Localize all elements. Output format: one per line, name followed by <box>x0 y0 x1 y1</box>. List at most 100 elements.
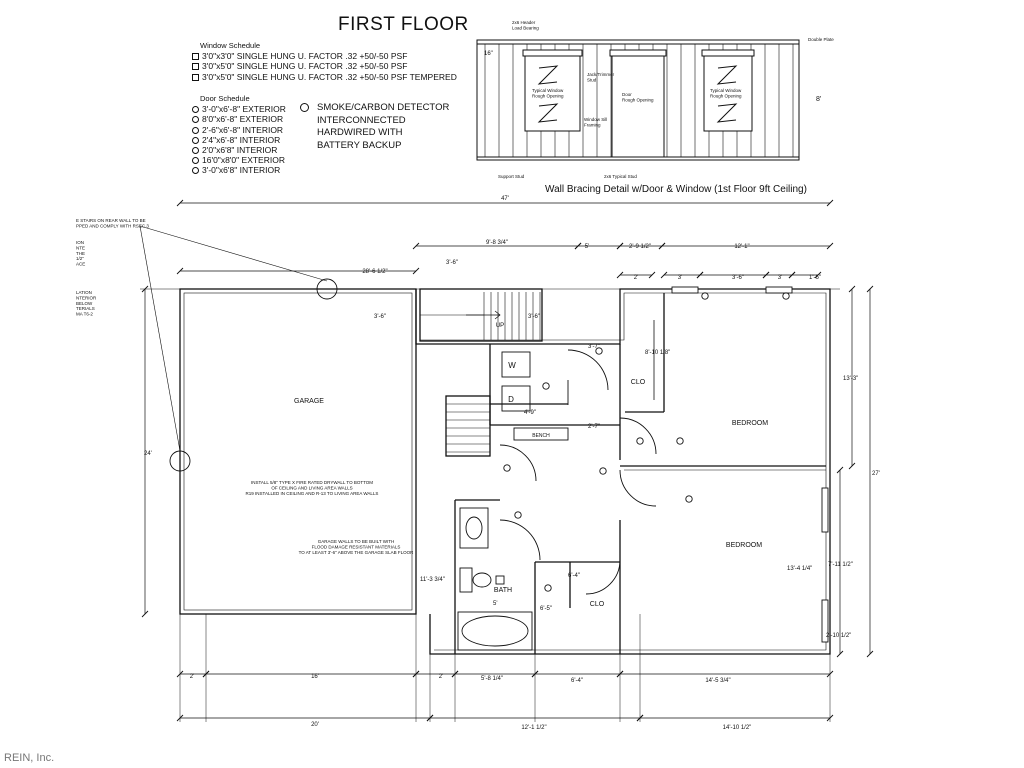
tub-basin <box>461 615 529 647</box>
house-outer-wall-inner <box>419 292 827 651</box>
dimension-label: 28'-6 1/2" <box>362 269 387 275</box>
window-schedule-item: 3'0"x3'0" SINGLE HUNG U. FACTOR .32 +50/… <box>192 51 457 61</box>
dimension-label: 3'-6" <box>732 275 744 281</box>
door-symbol-icon <box>192 167 199 175</box>
dim-tick <box>412 267 420 275</box>
note-leader <box>139 225 181 452</box>
door-symbol-icon <box>192 147 199 155</box>
door-schedule-item: 3'-0"x6'8" INTERIOR <box>192 165 286 175</box>
vanity <box>459 507 489 549</box>
door-schedule-heading: Door Schedule <box>200 94 250 103</box>
window-rough-opening <box>524 55 581 132</box>
note-leader <box>139 225 328 282</box>
window <box>671 286 699 294</box>
dryer-label: D <box>508 395 514 404</box>
dimension-label: 8'-10 1/8" <box>645 350 670 356</box>
smoke-detector-icon <box>300 103 309 112</box>
wb-top-plate-label: Double Plate <box>808 37 834 42</box>
house-outer-wall <box>415 288 831 655</box>
schedule-tag-icon <box>782 292 790 300</box>
dim-tick <box>176 267 184 275</box>
dimension-label: 5' <box>585 244 589 250</box>
dim-tick <box>616 242 624 250</box>
dim-tick <box>658 242 666 250</box>
dim-tick <box>141 610 149 618</box>
dimension-label: 5'-8 1/4" <box>481 676 503 682</box>
bathtub <box>457 611 533 651</box>
window-rough-opening <box>703 55 753 132</box>
wall-bracing-caption: Wall Bracing Detail w/Door & Window (1st… <box>545 184 807 195</box>
window-schedule-item: 3'0"x5'0" SINGLE HUNG U. FACTOR .32 +50/… <box>192 61 457 71</box>
dimension-label: 6'-5" <box>540 606 552 612</box>
window <box>821 599 829 643</box>
dimension-label: 3' <box>778 275 782 281</box>
exhaust-fan <box>495 575 505 585</box>
dim-tick <box>866 650 874 658</box>
door-symbol-icon <box>192 136 199 144</box>
dimension-label: 2' <box>190 674 194 680</box>
dim-tick <box>176 199 184 207</box>
washer-label: W <box>508 361 516 370</box>
dim-tick <box>836 650 844 658</box>
wall-frame <box>476 39 800 161</box>
door-schedule-item: 8'0"x6'-8" EXTERIOR <box>192 114 286 124</box>
dimension-label: 16' <box>311 674 319 680</box>
door-swing <box>499 444 537 482</box>
door-swing <box>499 519 541 561</box>
dim-tick <box>814 271 822 279</box>
window-header <box>522 49 583 57</box>
dimension-label: 5' <box>493 601 497 607</box>
dimension-label: 7'-11 1/2" <box>828 562 853 568</box>
dim-tick <box>788 271 796 279</box>
stair-arrow <box>466 310 501 320</box>
dimension-label: 2' <box>439 674 443 680</box>
door-swing <box>567 349 609 391</box>
schedule-tag-icon <box>636 437 644 445</box>
toilet-tank <box>459 567 473 593</box>
plan-title: FIRST FLOOR <box>338 14 469 35</box>
window-schedule-item: 3'0"x5'0" SINGLE HUNG U. FACTOR .32 +50/… <box>192 72 457 82</box>
wall-bracing-detail <box>476 39 800 161</box>
window-symbol-icon <box>192 63 199 71</box>
schedule-tag-icon <box>685 495 693 503</box>
smoke-note-line: BATTERY BACKUP <box>317 139 402 151</box>
dimension-label: 24' <box>144 451 152 457</box>
dimension-label: 3'-6" <box>528 314 540 320</box>
dimension-label: 6'-4" <box>568 573 580 579</box>
wb-support-label: Support Stud <box>498 174 525 179</box>
window-schedule-heading: Window Schedule <box>200 41 261 50</box>
dim-tick <box>696 271 704 279</box>
room-label-bath: BATH <box>494 587 512 594</box>
door-symbol-icon <box>192 106 199 114</box>
dimension-label: 11'-3 3/4" <box>420 577 445 583</box>
fixtures <box>139 225 829 651</box>
room-label-garage: GARAGE <box>294 398 324 405</box>
door-swing <box>619 469 657 507</box>
dimension-label: 27' <box>872 471 880 477</box>
door-swing <box>585 559 621 595</box>
dimension-label: 12'-1 1/2" <box>521 725 546 731</box>
door-symbol-icon <box>192 116 199 124</box>
schedule-tag-icon <box>595 347 603 355</box>
garage-wall <box>179 288 417 615</box>
dryer <box>501 385 531 412</box>
door-swing <box>619 417 657 455</box>
dim-tick <box>762 271 770 279</box>
smoke-note-line: INTERCONNECTED <box>317 114 406 126</box>
dim-tick <box>826 242 834 250</box>
sink <box>465 516 483 540</box>
dimension-label: 13'-4 1/4" <box>787 566 812 572</box>
wb-height-label: 8' <box>816 96 821 103</box>
window-schedule: Window Schedule 3'0"x3'0" SINGLE HUNG U.… <box>192 41 457 82</box>
